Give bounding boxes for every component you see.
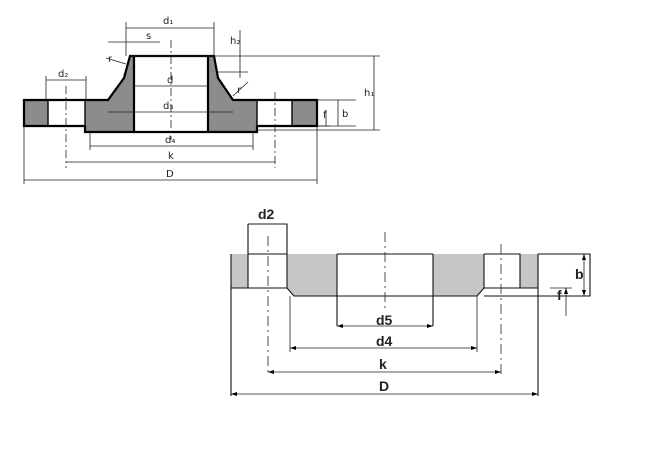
raised-face-outline xyxy=(484,253,591,297)
bore-lines xyxy=(132,56,210,132)
label-d4: d₄ xyxy=(165,135,175,146)
left-flange-ring-section xyxy=(23,99,49,127)
dim-D-line xyxy=(23,126,318,184)
label-k: k xyxy=(168,151,174,162)
left-inner-section xyxy=(287,254,337,296)
dim-h1-line xyxy=(214,55,380,131)
dim-f-line xyxy=(317,110,330,127)
bottom-centerlines xyxy=(267,232,502,376)
dim-r-leader xyxy=(105,57,127,65)
label-f-bottom: f xyxy=(557,287,562,303)
right-inner-section xyxy=(433,254,484,296)
label-d3: d₃ xyxy=(163,101,173,112)
right-edge-section xyxy=(520,254,538,288)
flange-outline xyxy=(22,54,319,134)
label-r2: r xyxy=(237,85,242,96)
label-h1: h₁ xyxy=(364,88,374,99)
label-D-bottom: D xyxy=(379,378,389,394)
dim-d4-line xyxy=(89,132,254,150)
label-D: D xyxy=(166,169,174,180)
label-s: s xyxy=(146,31,151,42)
label-d2-bottom: d2 xyxy=(258,206,275,222)
label-b: b xyxy=(342,109,348,120)
weld-neck-flange-drawing: d₁ s h₂ r d₂ d h₁ r f b d₃ d₄ k D xyxy=(22,16,380,184)
flange-body-outline xyxy=(230,254,539,396)
label-d5: d5 xyxy=(376,312,393,328)
label-d2: d₂ xyxy=(58,69,68,80)
label-r: r xyxy=(108,54,113,65)
dim-d4-bottom xyxy=(289,296,478,352)
label-d4-bottom: d4 xyxy=(376,333,393,349)
label-b-bottom: b xyxy=(575,266,584,282)
bolt-hole-left xyxy=(47,100,86,126)
right-flange-ring-section xyxy=(291,99,318,127)
dim-d2-line xyxy=(45,76,87,100)
dim-r2-leader xyxy=(232,81,249,97)
dim-d1-line xyxy=(125,22,215,56)
label-h2: h₂ xyxy=(230,36,240,47)
left-edge-section xyxy=(231,254,248,288)
label-k-bottom: k xyxy=(379,356,387,372)
label-d1: d₁ xyxy=(163,16,173,27)
bolt-hole-left-bottom xyxy=(247,223,288,288)
label-d: d xyxy=(167,75,173,86)
flat-flange-drawing: d2 b f d5 d4 k D xyxy=(230,206,591,396)
label-f: f xyxy=(323,110,327,121)
bolt-hole-right-bottom xyxy=(483,253,521,288)
bolt-hole-right xyxy=(256,100,293,126)
dim-h2-line xyxy=(218,30,248,78)
